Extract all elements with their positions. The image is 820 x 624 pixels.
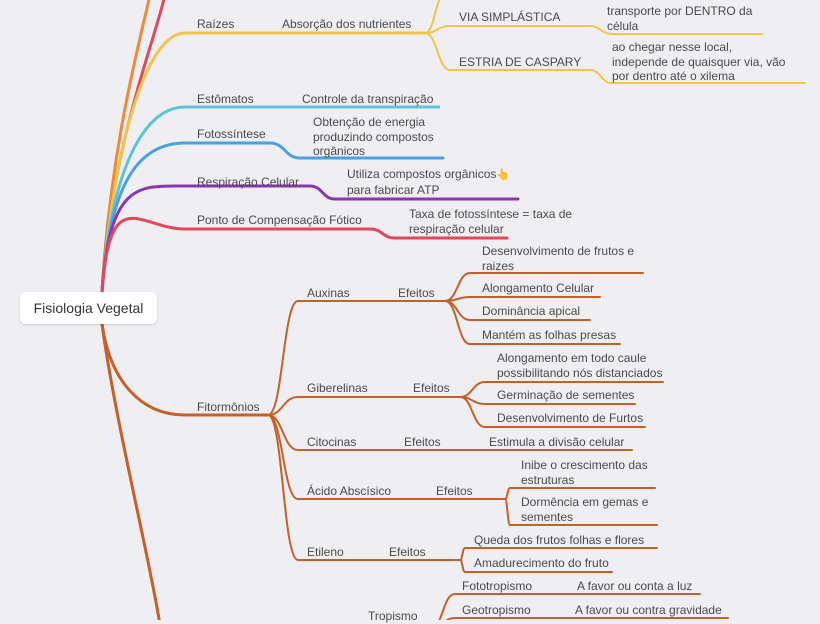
node-giberelinas[interactable]: Giberelinas [307, 381, 368, 395]
connector-line [424, 32, 591, 71]
node-citocinas-efeitos[interactable]: Efeitos [404, 435, 441, 449]
node-raizes[interactable]: Raízes [197, 17, 235, 31]
node-fotossintese[interactable]: Fotossíntese [197, 127, 266, 141]
node-auxinas-item[interactable]: Dominância apical [482, 304, 581, 318]
text-line: ao chegar nesse local, [612, 40, 733, 54]
root-connector [100, 216, 370, 293]
node-geotropismo-desc[interactable]: A favor ou contra gravidade [575, 603, 722, 617]
node-absorcao[interactable]: Absorção dos nutrientes [282, 17, 412, 31]
text-line: possibilitando nós distanciados [497, 365, 663, 380]
connector-line [444, 300, 621, 345]
connector-line [459, 396, 646, 428]
node-estria[interactable]: ESTRIA DE CASPARY [459, 55, 582, 69]
node-acido-efeitos[interactable]: Efeitos [436, 484, 473, 498]
connector-line [267, 396, 461, 416]
pointing-hand-icon: 👆 [496, 169, 511, 181]
connector-line [268, 141, 445, 160]
node-etileno[interactable]: Etileno [307, 545, 344, 559]
root-connector [100, 323, 161, 620]
text-line: raizes [482, 258, 515, 273]
node-estomatos-desc[interactable]: Controle da transpiração [302, 92, 434, 106]
connector-line [267, 414, 461, 561]
node-giberelinas-item[interactable]: Germinação de sementes [497, 388, 635, 402]
connector-line [424, 25, 591, 34]
connector-line [267, 414, 633, 451]
node-estria-desc[interactable]: ao chegar nesse local,independe de quais… [612, 40, 785, 84]
text-line: célula [607, 18, 639, 33]
node-fitormonios[interactable]: Fitormônios [197, 400, 260, 414]
node-ponto-compensacao[interactable]: Ponto de Compensação Fótico [197, 213, 362, 227]
connector-line [308, 184, 520, 201]
connector-line [368, 227, 509, 240]
root-connector [100, 184, 310, 293]
node-giberelinas-efeitos[interactable]: Efeitos [413, 381, 450, 395]
node-geotropismo[interactable]: Geotropismo [462, 603, 531, 617]
node-tropismo[interactable]: Tropismo [368, 609, 418, 623]
node-auxinas-efeitos[interactable]: Efeitos [398, 286, 435, 300]
connector-line [589, 69, 806, 84]
text-line: Desenvolvimento de frutos e [482, 244, 635, 258]
node-fototropismo-desc[interactable]: A favor ou conta a luz [577, 579, 693, 593]
node-acido-abscisico[interactable]: Ácido Abscísico [307, 484, 392, 498]
text-line: produzindo compostos [313, 129, 434, 144]
node-fototropismo[interactable]: Fototropismo [462, 579, 533, 593]
text-line: estruturas [521, 472, 575, 487]
connector-line [504, 498, 658, 526]
connector-line [445, 617, 729, 620]
text-line: transporte por DENTRO da [607, 4, 753, 18]
node-citocinas-item[interactable]: Estimula a divisão celular [489, 435, 625, 449]
connector-line [438, 593, 701, 620]
node-etileno-efeitos[interactable]: Efeitos [389, 545, 426, 559]
text-line: respiração celular [409, 221, 504, 236]
connector-line [267, 300, 446, 416]
node-estomatos[interactable]: Estômatos [197, 92, 254, 106]
text-line: Utiliza compostos orgânicos [347, 167, 497, 181]
text-line: sementes [521, 509, 574, 524]
node-auxinas-item[interactable]: Mantém as folhas presas [482, 328, 617, 342]
node-citocinas[interactable]: Citocinas [307, 435, 357, 449]
node-etileno-item[interactable]: Amadurecimento do fruto [474, 556, 609, 570]
node-etileno-item[interactable]: Queda dos frutos folhas e flores [474, 533, 645, 547]
connector-line [459, 559, 613, 573]
connector-line [444, 296, 601, 302]
text-line: independe de quaisquer via, vão [612, 54, 786, 69]
text-line: Inibe o crescimento das [521, 458, 648, 472]
text-line: para fabricar ATP [347, 182, 440, 197]
text-line: Dormência em gemas e [521, 495, 649, 509]
text-line: orgânicos [313, 144, 366, 158]
root-node[interactable]: Fisiologia Vegetal [20, 292, 157, 324]
node-auxinas-item[interactable]: Alongamento Celular [482, 281, 595, 295]
node-auxinas[interactable]: Auxinas [307, 286, 350, 300]
text-line: Obtenção de energia [313, 115, 426, 129]
node-respiracao-desc[interactable]: Utiliza compostos orgânicos👆 para fabrica… [347, 167, 510, 197]
node-respiracao[interactable]: Respiração Celular [197, 175, 300, 189]
node-giberelinas-item[interactable]: Desenvolvimento de Furtos [497, 411, 644, 425]
root-connector [100, 31, 425, 293]
connector-line [589, 25, 763, 35]
text-line: por dentro até o xilema [612, 69, 735, 83]
node-via-simplastica[interactable]: VIA SIMPLÁSTICA [459, 10, 561, 24]
text-line: Alongamento em todo caule [497, 351, 647, 365]
text-line: Taxa de fotossíntese = taxa de [409, 207, 573, 221]
